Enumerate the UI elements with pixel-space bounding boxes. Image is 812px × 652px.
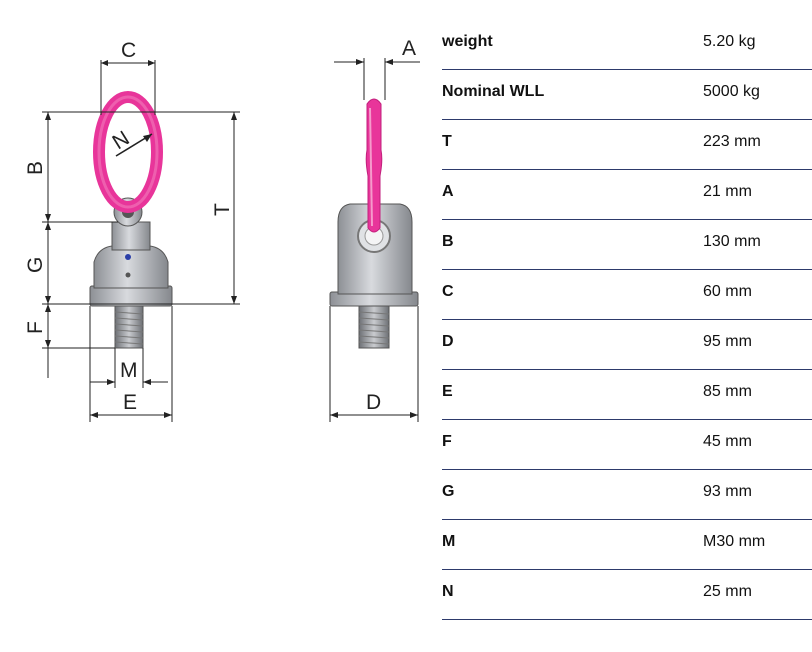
spec-label: weight — [442, 33, 493, 50]
spec-value: 130 mm — [703, 233, 761, 250]
spec-value: 5000 kg — [703, 83, 760, 100]
spec-label: C — [442, 283, 454, 300]
spec-label: M — [442, 533, 456, 550]
spec-label: N — [442, 583, 454, 600]
spec-label: D — [442, 333, 454, 350]
spec-row: Nominal WLL 5000 kg — [442, 70, 812, 120]
label-D: D — [366, 391, 381, 414]
spec-value: 60 mm — [703, 283, 752, 300]
spec-row: D 95 mm — [442, 320, 812, 370]
spec-value: 95 mm — [703, 333, 752, 350]
specification-table: weight 5.20 kg Nominal WLL 5000 kg T 223 mm A 2… — [442, 20, 812, 620]
spec-label: T — [442, 133, 452, 150]
label-C: C — [121, 39, 136, 62]
spec-label: F — [442, 433, 452, 450]
spec-row: weight 5.20 kg — [442, 20, 812, 70]
spec-value: 223 mm — [703, 133, 761, 150]
spec-value: 5.20 kg — [703, 33, 756, 50]
spec-value: 45 mm — [703, 433, 752, 450]
spec-value: 21 mm — [703, 183, 752, 200]
label-E: E — [123, 391, 137, 414]
front-swivel-body — [93, 245, 169, 289]
label-M: M — [120, 359, 138, 382]
label-G: G — [24, 257, 47, 273]
front-view: N C B G F T — [24, 39, 240, 422]
spec-label: B — [442, 233, 454, 250]
label-B: B — [24, 161, 47, 175]
spec-label: E — [442, 383, 453, 400]
product-dimension-drawing: N C B G F T — [24, 37, 420, 422]
spec-value: 25 mm — [703, 583, 752, 600]
spec-row: A 21 mm — [442, 170, 812, 220]
spec-row: C 60 mm — [442, 270, 812, 320]
side-lifting-ring — [365, 98, 383, 233]
side-view: A D — [329, 37, 420, 422]
front-base-flange — [89, 285, 173, 307]
spec-row: M M30 mm — [442, 520, 812, 570]
label-T: T — [211, 203, 234, 216]
front-blue-dot — [125, 254, 131, 260]
spec-value: 93 mm — [703, 483, 752, 500]
spec-label: Nominal WLL — [442, 83, 545, 100]
label-A: A — [402, 37, 416, 60]
front-grease-nipple — [125, 272, 131, 278]
spec-row: B 130 mm — [442, 220, 812, 270]
front-swivel-neck — [111, 221, 151, 251]
spec-label: A — [442, 183, 454, 200]
spec-value: M30 mm — [703, 533, 766, 550]
spec-label: G — [442, 483, 455, 500]
spec-row: N 25 mm — [442, 570, 812, 620]
label-N: N — [108, 127, 133, 155]
spec-row: G 93 mm — [442, 470, 812, 520]
spec-row: T 223 mm — [442, 120, 812, 170]
label-F: F — [24, 321, 47, 334]
spec-value: 85 mm — [703, 383, 752, 400]
spec-row: F 45 mm — [442, 420, 812, 470]
spec-row: E 85 mm — [442, 370, 812, 420]
